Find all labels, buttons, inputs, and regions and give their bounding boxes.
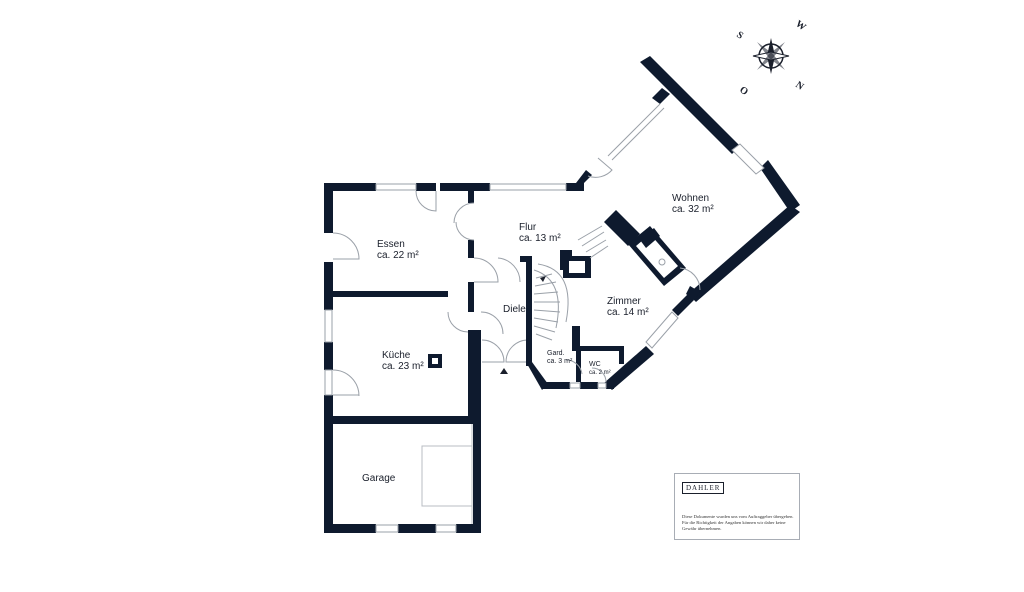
doors-left-wing <box>332 190 529 397</box>
room-name-diele: Diele <box>503 304 526 315</box>
room-name-zimmer: Zimmer <box>607 296 642 307</box>
windows-left-wing <box>324 183 567 533</box>
brand-logo: DAHLER <box>682 482 725 494</box>
room-name-wc: WC <box>589 361 601 368</box>
chimney-kueche <box>428 354 442 368</box>
compass-rose: W S O N <box>734 18 808 98</box>
room-area-gard: ca. 3 m² <box>547 358 573 365</box>
room-name-flur: Flur <box>519 222 537 233</box>
room-area-flur: ca. 13 m² <box>519 233 561 244</box>
walls-right-wing <box>604 56 800 390</box>
compass-n: N <box>793 79 806 93</box>
room-name-wohnen: Wohnen <box>672 193 709 204</box>
doors-right-wing <box>565 157 701 383</box>
staircase <box>533 225 609 341</box>
room-area-kueche: ca. 23 m² <box>382 361 424 372</box>
walls-centre <box>520 250 624 390</box>
room-name-essen: Essen <box>377 239 405 250</box>
room-area-wohnen: ca. 32 m² <box>672 204 714 215</box>
room-name-garage: Garage <box>362 473 396 484</box>
room-area-wc: ca. 2 m² <box>589 370 611 376</box>
info-box: DAHLER Diese Dokumente wurden uns vom Au… <box>674 473 800 540</box>
room-area-essen: ca. 22 m² <box>377 250 419 261</box>
room-area-zimmer: ca. 14 m² <box>607 307 649 318</box>
compass-w: W <box>793 18 808 33</box>
room-labels: Wohnen ca. 32 m² Flur ca. 13 m² Essen ca… <box>362 193 714 484</box>
room-name-kueche: Küche <box>382 350 411 361</box>
compass-o: O <box>737 84 750 98</box>
compass-s: S <box>734 29 745 41</box>
disclaimer-text: Diese Dokumente wurden uns vom Auftragge… <box>682 514 794 532</box>
windows-right-wing <box>569 103 765 389</box>
walls <box>324 170 592 533</box>
room-name-gard: Gard. <box>547 350 565 357</box>
